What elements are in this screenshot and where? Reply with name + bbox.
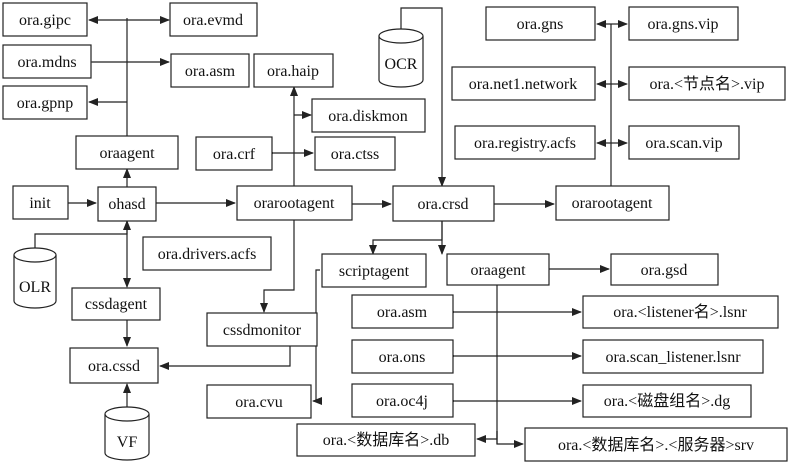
node-oraagent-top-label: oraagent	[99, 145, 155, 162]
node-oraagent-mid: oraagent	[446, 253, 550, 286]
node-asm-top: ora.asm	[170, 53, 250, 88]
edge-to-service-srv	[496, 431, 524, 448]
node-cssd: ora.cssd	[69, 347, 159, 384]
node-gpnp-label: ora.gpnp	[17, 95, 73, 112]
node-scan-listener: ora.scan_listener.lsnr	[582, 339, 764, 374]
node-cssdagent-label: cssdagent	[85, 296, 148, 313]
node-oc4j: ora.oc4j	[351, 383, 454, 418]
edge-ocr-to-crsd	[400, 7, 446, 187]
node-listener-lsnr: ora.<listener名>.lsnr	[582, 295, 779, 329]
olr-storage: OLR	[13, 247, 57, 309]
node-asm-top-label: ora.asm	[185, 63, 236, 80]
node-cssdmonitor-label: cssdmonitor	[223, 322, 302, 339]
node-database-db-label: ora.<数据库名>.db	[323, 431, 449, 449]
node-net1-network-label: ora.net1.network	[469, 76, 577, 93]
node-cssdmonitor: cssdmonitor	[206, 312, 318, 347]
node-diskmon: ora.diskmon	[311, 98, 426, 133]
node-ctss: ora.ctss	[314, 136, 396, 171]
node-drivers-acfs-label: ora.drivers.acfs	[158, 246, 257, 263]
node-ctss-label: ora.ctss	[331, 146, 379, 163]
node-mdns-label: ora.mdns	[17, 54, 76, 71]
node-registry-acfs-label: ora.registry.acfs	[474, 135, 576, 152]
node-service-srv-label: ora.<数据库名>.<服务器>srv	[558, 436, 754, 454]
edge-to-database-db	[476, 431, 498, 443]
node-scriptagent: scriptagent	[321, 253, 427, 288]
node-haip: ora.haip	[253, 53, 334, 88]
ocr-label: OCR	[385, 56, 418, 73]
node-scriptagent-label: scriptagent	[339, 263, 410, 280]
node-gsd-label: ora.gsd	[641, 262, 688, 279]
node-asm-mid-label: ora.asm	[377, 304, 428, 321]
node-oraagent-top: oraagent	[75, 135, 179, 170]
node-scan-vip-label: ora.scan.vip	[645, 135, 722, 152]
node-orarootagent-left-label: orarootagent	[254, 195, 335, 212]
node-registry-acfs: ora.registry.acfs	[454, 125, 596, 160]
node-init: init	[12, 185, 69, 220]
node-orarootagent-right: orarootagent	[555, 185, 670, 221]
node-orarootagent-right-label: orarootagent	[572, 195, 653, 212]
node-scan-listener-label: ora.scan_listener.lsnr	[605, 349, 741, 366]
node-cvu-label: ora.cvu	[235, 394, 283, 411]
olr-label: OLR	[19, 279, 51, 296]
node-cvu: ora.cvu	[206, 384, 312, 419]
node-database-db: ora.<数据库名>.db	[296, 423, 476, 457]
node-cssd-label: ora.cssd	[88, 358, 140, 375]
node-oc4j-label: ora.oc4j	[376, 393, 428, 410]
node-crsd: ora.crsd	[392, 185, 495, 222]
node-init-label: init	[29, 195, 51, 212]
node-listener-lsnr-label: ora.<listener名>.lsnr	[613, 303, 747, 321]
node-gns-vip: ora.gns.vip	[628, 6, 739, 41]
connectors	[34, 7, 628, 448]
edge-orarootagent-to-cssdmonitor	[260, 270, 295, 313]
ocr-storage: OCR	[378, 28, 424, 88]
node-ohasd: ohasd	[97, 186, 157, 222]
node-ons-label: ora.ons	[379, 349, 426, 366]
node-crf-label: ora.crf	[213, 146, 256, 163]
edge-cssdmonitor-to-cssd	[159, 346, 291, 370]
edge-olr-to-ohasd	[34, 220, 131, 248]
vf-storage: VF	[104, 406, 150, 461]
node-net1-network: ora.net1.network	[451, 66, 596, 101]
node-diskgroup-dg: ora.<磁盘组名>.dg	[582, 384, 752, 418]
node-node-vip: ora.<节点名>.vip	[628, 66, 786, 101]
node-gns-label: ora.gns	[517, 16, 564, 33]
vf-label: VF	[117, 434, 138, 451]
node-mdns: ora.mdns	[2, 44, 92, 79]
node-diskgroup-dg-label: ora.<磁盘组名>.dg	[604, 391, 730, 410]
node-scan-vip: ora.scan.vip	[628, 125, 740, 160]
node-cssdagent: cssdagent	[71, 287, 161, 321]
node-diskmon-label: ora.diskmon	[328, 108, 408, 125]
node-crf: ora.crf	[195, 136, 273, 171]
node-gpnp: ora.gpnp	[2, 85, 88, 120]
node-asm-mid: ora.asm	[351, 294, 454, 329]
node-gipc: ora.gipc	[2, 2, 88, 37]
node-service-srv: ora.<数据库名>.<服务器>srv	[524, 427, 788, 462]
node-gns: ora.gns	[485, 6, 596, 41]
node-haip-label: ora.haip	[267, 63, 319, 80]
node-gsd: ora.gsd	[610, 253, 719, 286]
node-gns-vip-label: ora.gns.vip	[647, 16, 718, 33]
edge-crsd-to-scriptagent	[369, 221, 443, 255]
node-orarootagent-left: orarootagent	[236, 185, 353, 221]
node-crsd-label: ora.crsd	[417, 196, 468, 213]
node-ons: ora.ons	[351, 339, 454, 374]
node-drivers-acfs: ora.drivers.acfs	[142, 236, 272, 271]
node-evmd: ora.evmd	[169, 2, 258, 37]
node-node-vip-label: ora.<节点名>.vip	[650, 75, 765, 93]
node-oraagent-mid-label: oraagent	[470, 262, 526, 279]
node-evmd-label: ora.evmd	[183, 12, 243, 29]
node-gipc-label: ora.gipc	[19, 12, 71, 29]
node-ohasd-label: ohasd	[108, 196, 145, 213]
